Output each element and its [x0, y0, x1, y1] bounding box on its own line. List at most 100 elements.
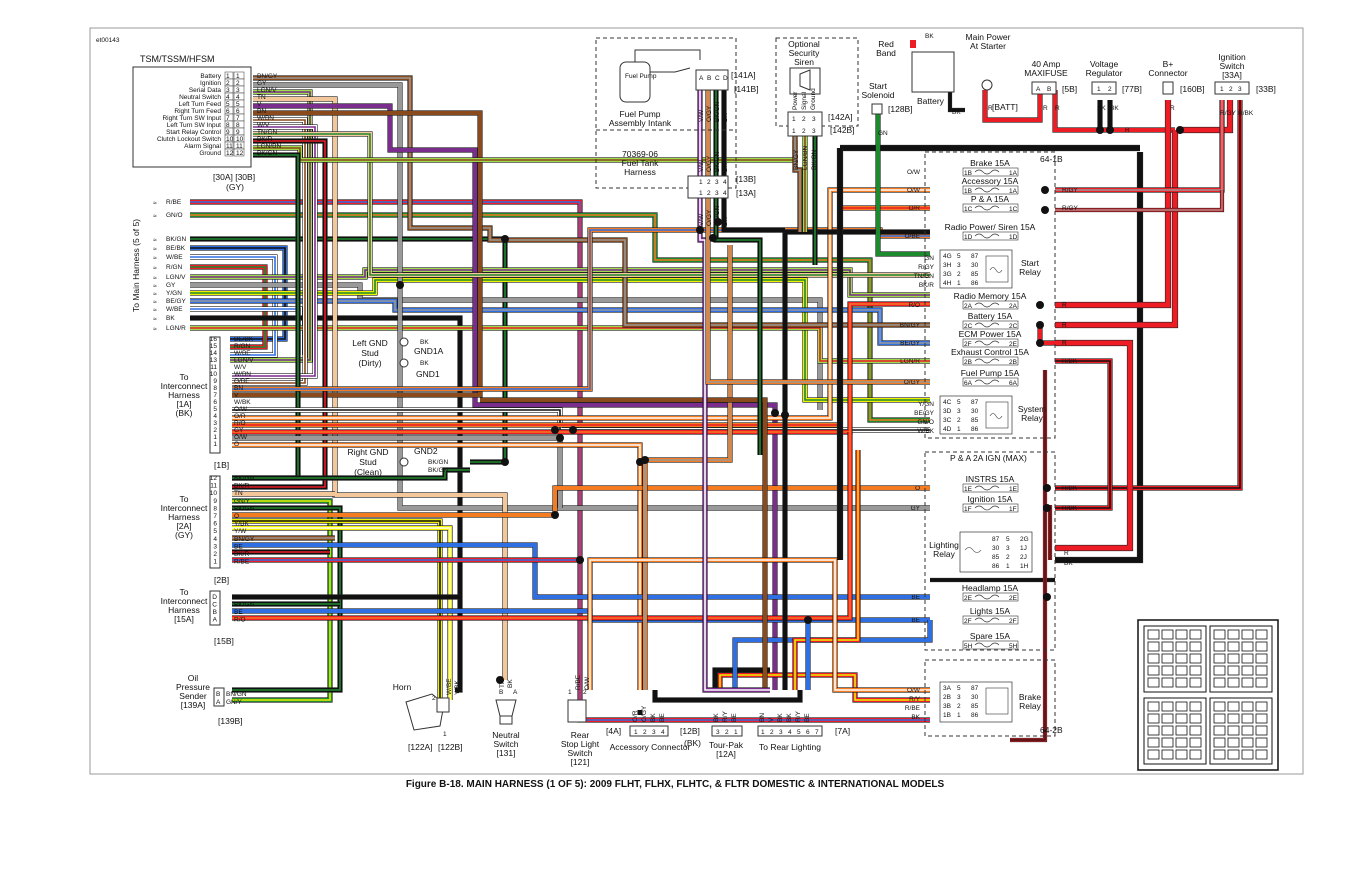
splice-dot	[1043, 504, 1051, 512]
ignition-switch-label: [33A]	[1222, 70, 1242, 80]
tsm-pin-box	[224, 148, 234, 157]
tour-pak-wire: BK	[713, 713, 720, 722]
thumb-cell	[1161, 737, 1174, 748]
relay-pin: 2	[957, 703, 961, 710]
interconnect-15a-label: Interconnect	[161, 596, 208, 606]
relay-pin: 1	[1006, 563, 1010, 570]
siren-wire-label: BN/GY	[793, 149, 800, 170]
wire-stripe	[1055, 190, 1223, 211]
relay-wire-label: BK	[1064, 560, 1073, 567]
tsm-pin-wire: LGN/V	[257, 87, 277, 94]
siren-pin-label: Power	[792, 91, 799, 110]
thumb-cell	[1161, 641, 1174, 652]
left-gnd-label: Stud	[361, 348, 379, 358]
relay-coil	[985, 255, 1009, 283]
splice-dot	[551, 426, 559, 434]
svg-text:GND1A: GND1A	[414, 346, 444, 356]
thumb-cell	[1227, 677, 1240, 688]
fuse-output-wire: R/BK	[1062, 505, 1078, 512]
brake-relay-name: Relay	[1019, 701, 1041, 711]
fuse-symbol	[974, 594, 1000, 600]
tsm-pin-number: 9	[226, 129, 230, 136]
fuel-pump-pin: B	[707, 75, 711, 82]
wire-end-mark: ≈	[153, 237, 157, 244]
thumb-cell	[1241, 677, 1254, 688]
wire-stripe	[232, 432, 851, 619]
fuse-pin: 1A	[1009, 170, 1018, 177]
thumb-cell	[1189, 677, 1202, 688]
wire-end-mark: ≈	[153, 326, 157, 333]
siren-title: Security	[789, 48, 820, 58]
thumb-cell	[1241, 701, 1254, 712]
wire-stripe	[230, 91, 311, 361]
voltage-regulator-pin: 2	[1108, 86, 1112, 93]
relay-pin: 86	[971, 426, 979, 433]
fuse-symbol	[974, 358, 1000, 364]
wire-stripe	[190, 238, 506, 463]
rear-lighting-connector: [7A]	[835, 726, 850, 736]
thumb-cell	[1255, 629, 1268, 640]
tsm-pin-wire: BN	[257, 108, 266, 115]
wire-stripe	[1010, 370, 1046, 741]
tsm-pin-wire: GY	[257, 80, 267, 87]
rear-lighting-pin: 2	[770, 729, 774, 736]
svg-text:[BATT]: [BATT]	[992, 102, 1018, 112]
interconnect-1a-connector: [1B]	[214, 460, 229, 470]
pin-wire: Y/BK	[234, 521, 249, 528]
start-solenoid-label: Start	[869, 81, 888, 91]
wire-gn-y	[232, 499, 332, 702]
thumb-cell	[1227, 713, 1240, 724]
main-harness-label: To Main Harness (5 of 5)	[131, 219, 141, 312]
thumb-cell	[1175, 713, 1188, 724]
siren-pin-label: Signal	[801, 91, 808, 110]
pin-wire: BK/GN	[234, 505, 255, 512]
relay-pin: 87	[971, 399, 979, 406]
thumb-block	[1143, 697, 1207, 765]
fuel-pump-title: Assembly Intank	[609, 118, 672, 128]
thumb-cell	[1213, 725, 1226, 736]
pin-number: 8	[213, 505, 217, 512]
accessory-wire: BE	[659, 713, 666, 722]
splice-dot	[1041, 186, 1049, 194]
relay-wire-label: R/GY	[918, 264, 935, 271]
fuel-tank-mid-pin: 2	[707, 179, 711, 186]
fuse-body	[962, 640, 1019, 650]
fuse-pin: 2C	[1009, 323, 1018, 330]
interconnect-2a-connector: [2B]	[214, 575, 229, 585]
pin-wire: R/O	[234, 617, 246, 624]
tsm-pin-label: Neutral Switch	[179, 94, 221, 101]
fuel-pump-wire-label: BK	[722, 217, 729, 226]
pin-number: 8	[213, 385, 217, 392]
battery-wire: BK	[925, 33, 934, 40]
pin-number: 3	[213, 420, 217, 427]
interconnect-1a-label: [1A]	[176, 399, 191, 409]
relay-pin: 1	[957, 280, 961, 287]
voltage-regulator-label: Voltage	[1090, 59, 1119, 69]
relay-name: Relay	[1019, 267, 1041, 277]
voltage-regulator-connector: [77B]	[1122, 84, 1142, 94]
siren-wire-label: BK/GN	[811, 149, 818, 170]
pin-number: 12	[210, 475, 218, 482]
fuse-pin: 5H	[964, 643, 973, 650]
pin-number: 1	[213, 434, 217, 441]
svg-text:A: A	[216, 699, 221, 706]
relay-pin: 3	[957, 694, 961, 701]
tsm-pin-wire: W/V	[257, 122, 270, 129]
fuse-name: Exhaust Control 15A	[951, 347, 1029, 357]
relay-coil-symbol	[989, 413, 1003, 419]
ignition-switch-pin: 2	[1229, 86, 1233, 93]
tsm-pin-number: 1	[226, 73, 230, 80]
pin-wire: R/GN	[234, 343, 251, 350]
fuse-input-wire: LGN/R	[900, 358, 920, 365]
fuse-pin: 2F	[1009, 618, 1017, 625]
relay-pin: 3D	[943, 408, 952, 415]
thumb-cell	[1227, 665, 1240, 676]
svg-text:GND2: GND2	[414, 446, 438, 456]
rear-stop-switch-wire: R/BE	[575, 674, 582, 690]
siren-pin: 1	[792, 128, 796, 135]
wire-end-mark: ≈	[153, 265, 157, 272]
siren-pin: 2	[802, 128, 806, 135]
siren-pin: 3	[812, 116, 816, 123]
maxifuse-connector: [5B]	[1062, 84, 1077, 94]
